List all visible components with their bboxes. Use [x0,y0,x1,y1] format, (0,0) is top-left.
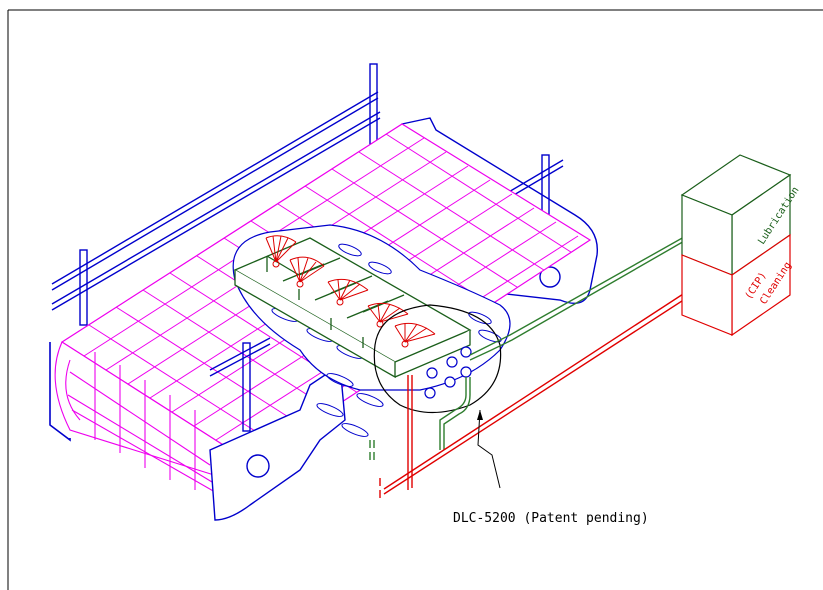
drawing-border [7,9,823,590]
back-side-frame [379,117,599,304]
callout-leader [477,409,501,489]
front-frame-edge [49,342,71,442]
spray-nozzle-2 [289,256,325,288]
callout-label: DLC-5200 (Patent pending) [453,511,649,526]
spray-nozzle-5 [394,322,436,348]
front-guard-rail [209,337,271,432]
callout-circle [373,304,502,414]
front-frame-bolt-hole [246,454,270,478]
spray-nozzle-4 [367,302,409,328]
module-fittings [424,346,472,399]
back-frame-bolt-hole [539,266,561,288]
callout-arrowhead [477,410,483,420]
spray-nozzle-3 [327,278,369,306]
supply-units [680,154,792,337]
lubrication-line [369,227,701,460]
spray-nozzle-1 [265,235,297,268]
spray-nozzles [265,235,436,348]
cleaning-line [379,282,703,500]
back-guard-rail [51,63,564,326]
